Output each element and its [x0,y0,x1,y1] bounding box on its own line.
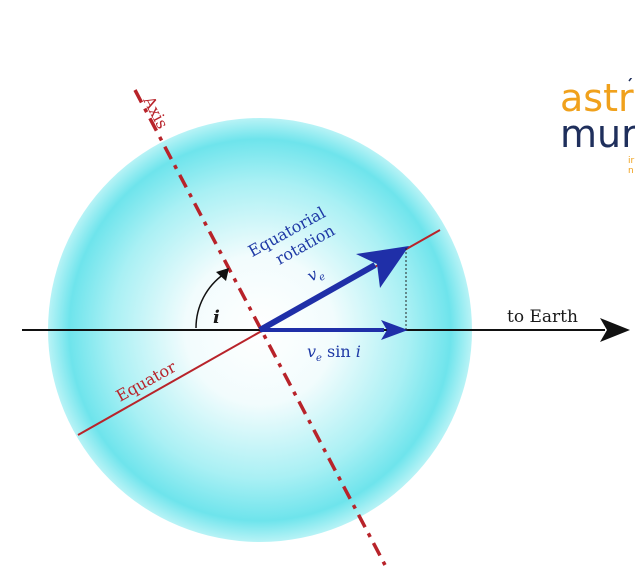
ve-sin-i-label: ve sin i [307,342,361,364]
logo-line2: mur [560,114,635,154]
inclination-label: i [213,307,220,328]
to-earth-label: to Earth [507,307,578,327]
axis-label: Axis [139,92,172,132]
